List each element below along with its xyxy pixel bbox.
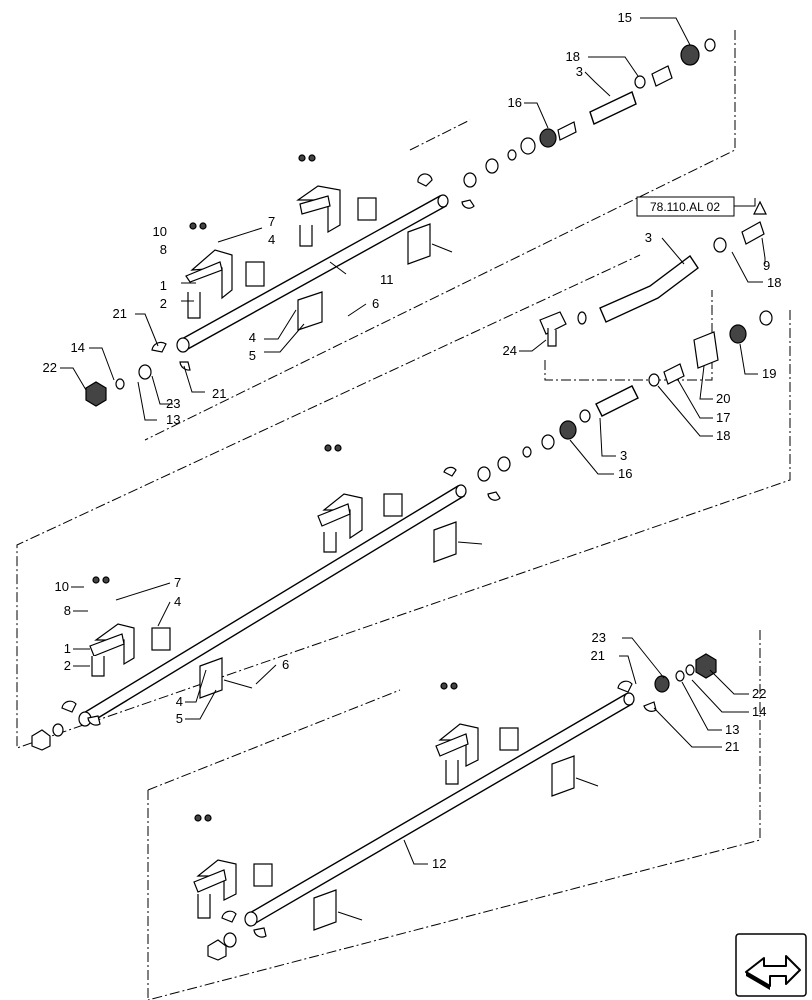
callout-8[interactable]: 8 <box>64 603 71 618</box>
middle-bracket-left <box>89 576 253 699</box>
callout-15[interactable]: 15 <box>618 10 632 25</box>
callout-24[interactable]: 24 <box>503 343 517 358</box>
callout-21[interactable]: 21 <box>725 739 739 754</box>
callout-4[interactable]: 4 <box>249 330 256 345</box>
callout-21[interactable]: 21 <box>113 306 127 321</box>
middle-hose-assembly <box>477 200 773 482</box>
upper-bracket-mid <box>296 154 453 265</box>
callout-13[interactable]: 13 <box>725 722 739 737</box>
callout-16[interactable]: 16 <box>508 95 522 110</box>
callout-5[interactable]: 5 <box>249 348 256 363</box>
callout-6[interactable]: 6 <box>282 657 289 672</box>
callout-4[interactable]: 4 <box>174 594 181 609</box>
callout-14[interactable]: 14 <box>752 704 766 719</box>
callout-10[interactable]: 10 <box>153 224 167 239</box>
callout-23[interactable]: 23 <box>592 630 606 645</box>
upper-bracket-left <box>185 222 323 331</box>
lower-bracket-right <box>435 682 599 797</box>
upper-end-fittings-left <box>85 341 191 407</box>
callout-3[interactable]: 3 <box>620 448 627 463</box>
callout-18[interactable]: 18 <box>716 428 730 443</box>
callout-13[interactable]: 13 <box>166 412 180 427</box>
callout-11[interactable]: 11 <box>380 272 394 287</box>
callout-10[interactable]: 10 <box>55 579 69 594</box>
callout-7[interactable]: 7 <box>174 575 181 590</box>
callout-3[interactable]: 3 <box>645 230 652 245</box>
callout-3[interactable]: 3 <box>576 64 583 79</box>
callout-22[interactable]: 22 <box>752 686 766 701</box>
lower-end-fittings <box>207 653 717 961</box>
middle-end-fittings <box>31 466 501 751</box>
callout-20[interactable]: 20 <box>716 391 730 406</box>
upper-boom-tube <box>176 194 449 353</box>
callout-17[interactable]: 17 <box>716 410 730 425</box>
callout-leaders <box>60 17 766 865</box>
callout-4[interactable]: 4 <box>176 694 183 709</box>
callout-6[interactable]: 6 <box>372 296 379 311</box>
callout-23[interactable]: 23 <box>166 396 180 411</box>
callout-1[interactable]: 1 <box>160 278 167 293</box>
lower-boom-tube <box>244 692 635 927</box>
callout-22[interactable]: 22 <box>43 360 57 375</box>
callout-7[interactable]: 7 <box>268 214 275 229</box>
lower-bracket-left <box>193 814 363 931</box>
callout-2[interactable]: 2 <box>64 658 71 673</box>
callout-8[interactable]: 8 <box>160 242 167 257</box>
next-page-arrow-icon[interactable] <box>735 933 807 997</box>
reference-box[interactable]: 78.110.AL 02 <box>636 196 756 217</box>
middle-bracket-right <box>317 444 483 563</box>
boundary-lines <box>16 30 791 1000</box>
callout-21[interactable]: 21 <box>591 648 605 663</box>
callout-18[interactable]: 18 <box>566 49 580 64</box>
callout-12[interactable]: 12 <box>432 856 446 871</box>
middle-boom-tube <box>78 484 467 727</box>
callout-5[interactable]: 5 <box>176 711 183 726</box>
callout-16[interactable]: 16 <box>618 466 632 481</box>
callout-9[interactable]: 9 <box>763 258 770 273</box>
callout-21[interactable]: 21 <box>212 386 226 401</box>
callout-4[interactable]: 4 <box>268 232 275 247</box>
callout-2[interactable]: 2 <box>160 296 167 311</box>
callout-14[interactable]: 14 <box>71 340 85 355</box>
callout-18[interactable]: 18 <box>767 275 781 290</box>
callout-1[interactable]: 1 <box>64 641 71 656</box>
reference-box-label: 78.110.AL 02 <box>650 200 720 214</box>
callout-labels: 15 18 3 16 10 7 8 4 1 11 2 6 21 4 5 14 2… <box>43 10 782 871</box>
upper-fittings-right <box>417 38 716 209</box>
callout-19[interactable]: 19 <box>762 366 776 381</box>
